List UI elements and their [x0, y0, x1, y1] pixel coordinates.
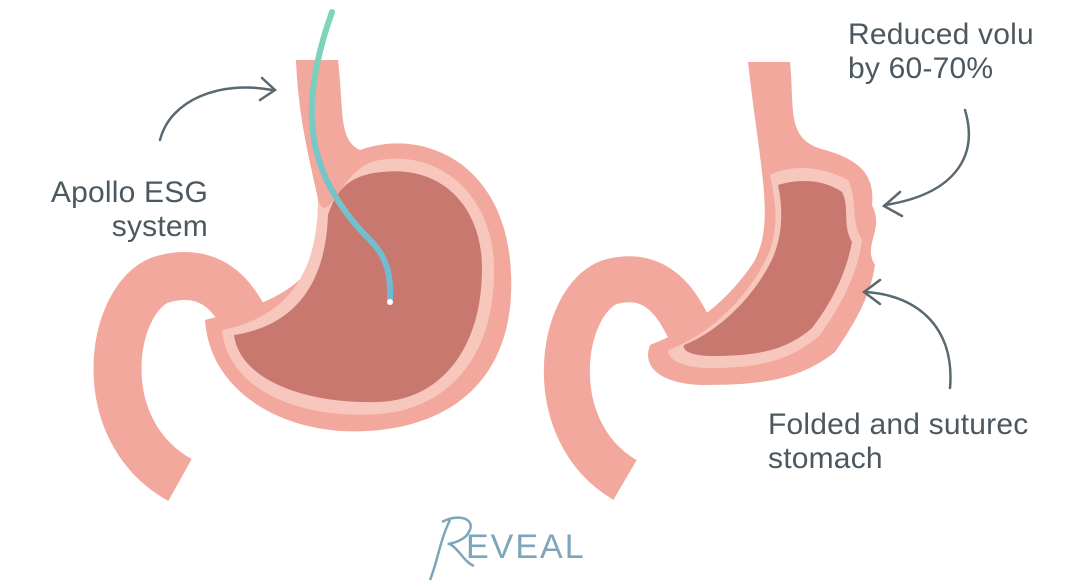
left-stomach-interior: [234, 171, 482, 402]
original-stomach: [118, 12, 512, 480]
reduced-volume-label: Reduced volu by 60-70%: [848, 18, 1066, 86]
curved-arrow-icon: [864, 280, 950, 388]
logo-wordmark: EVEAL: [466, 528, 586, 567]
reveal-logo-icon: EVEAL: [420, 500, 620, 586]
reduced-label-line2: by 60-70%: [848, 52, 1066, 86]
folded-label-line2: stomach: [768, 442, 1066, 476]
folded-label-line1: Folded and suturec: [768, 408, 1066, 442]
folded-stomach-label: Folded and suturec stomach: [768, 408, 1066, 476]
curved-arrow-icon: [160, 78, 275, 140]
curved-arrow-icon: [884, 110, 969, 216]
device-label-line2: system: [18, 210, 208, 244]
device-label: Apollo ESG system: [18, 176, 208, 244]
device-label-line1: Apollo ESG: [18, 176, 208, 210]
reduced-label-line1: Reduced volu: [848, 18, 1066, 52]
